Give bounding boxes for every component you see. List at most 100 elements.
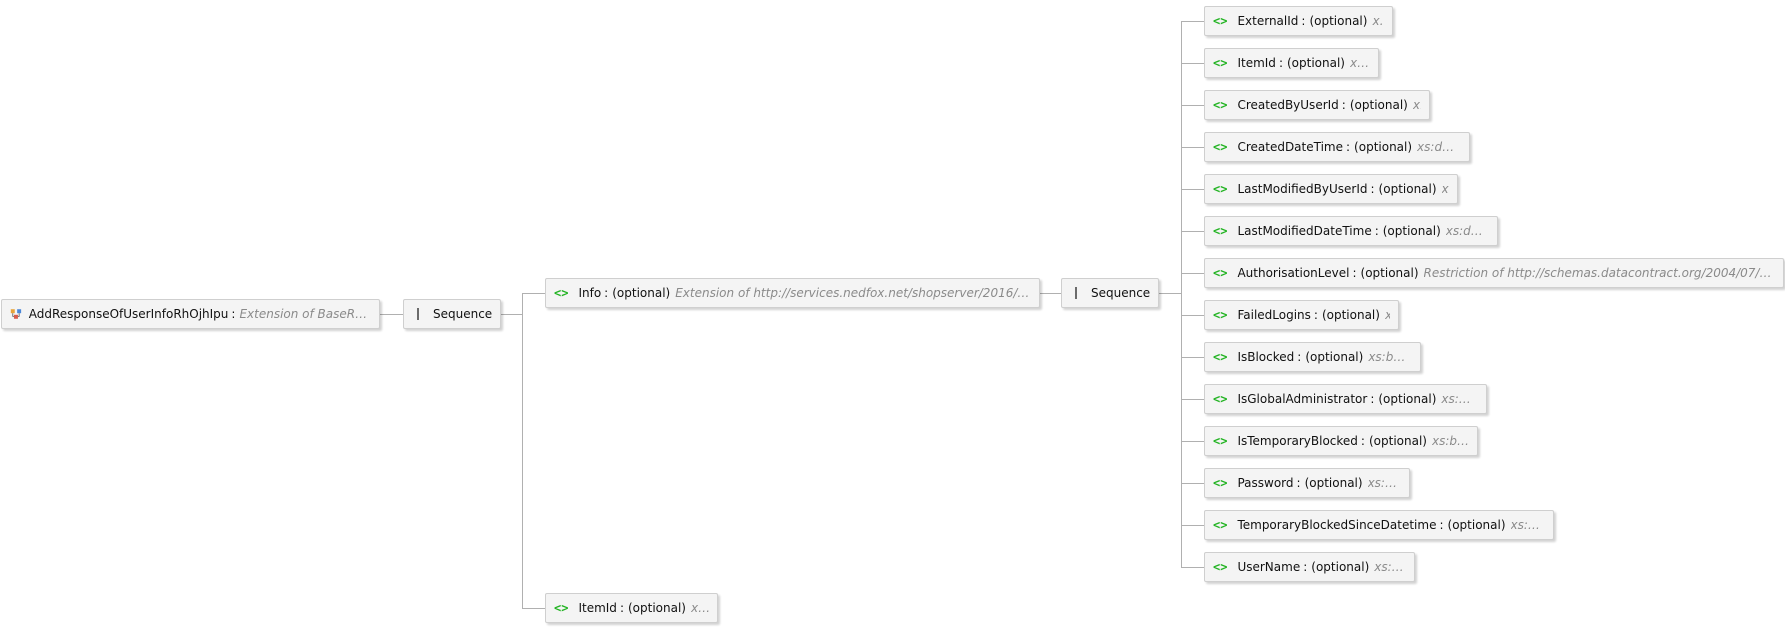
field-separator: : <box>1303 560 1308 574</box>
itemid-outer-element-node[interactable]: <> ItemId : (optional) xs:int <box>545 593 718 623</box>
sequence-icon <box>417 308 419 320</box>
element-icon: <> <box>1213 560 1228 574</box>
field-separator: : <box>1301 14 1306 28</box>
sequence-inner-node[interactable]: Sequence <box>1061 278 1159 308</box>
field-node-lastmodifiedbyuserid[interactable]: <> LastModifiedByUserId : (optional) xs:… <box>1204 174 1458 204</box>
info-type: Extension of http://services.nedfox.net/… <box>675 286 1031 300</box>
field-name: FailedLogins <box>1237 308 1311 322</box>
field-occurrence: (optional) <box>1378 182 1437 196</box>
field-name: UserName <box>1237 560 1301 574</box>
field-separator: : <box>1370 182 1375 196</box>
field-occurrence: (optional) <box>1354 140 1413 154</box>
field-occurrence: (optional) <box>1368 434 1427 448</box>
field-separator: : <box>1296 476 1301 490</box>
field-type: xs:int <box>1441 182 1449 196</box>
field-occurrence: (optional) <box>1311 560 1370 574</box>
field-separator: : <box>1297 350 1302 364</box>
info-separator: : <box>604 286 609 300</box>
field-node-istemporaryblocked[interactable]: <> IsTemporaryBlocked : (optional) xs:bo… <box>1204 426 1478 456</box>
itemid-outer-type: xs:int <box>690 601 709 615</box>
element-icon: <> <box>1213 224 1228 238</box>
field-name: IsBlocked <box>1237 350 1295 364</box>
field-name: ExternalId <box>1237 14 1299 28</box>
field-name: LastModifiedDateTime <box>1237 224 1372 238</box>
field-node-isglobaladministrator[interactable]: <> IsGlobalAdministrator : (optional) xs… <box>1204 384 1487 414</box>
field-node-externalid[interactable]: <> ExternalId : (optional) xs:int <box>1204 6 1393 36</box>
field-node-username[interactable]: <> UserName : (optional) xs:string <box>1204 552 1415 582</box>
field-occurrence: (optional) <box>1349 98 1408 112</box>
field-type: xs:int <box>1385 308 1390 322</box>
field-separator: : <box>1313 308 1318 322</box>
field-type: xs:int <box>1372 14 1384 28</box>
field-separator: : <box>1374 224 1379 238</box>
field-node-password[interactable]: <> Password : (optional) xs:string <box>1204 468 1410 498</box>
field-node-createddatetime[interactable]: <> CreatedDateTime : (optional) xs:dateT… <box>1204 132 1470 162</box>
field-node-temporaryblockedsincedatetime[interactable]: <> TemporaryBlockedSinceDatetime : (opti… <box>1204 510 1554 540</box>
element-icon: <> <box>1213 518 1228 532</box>
field-name: IsGlobalAdministrator <box>1237 392 1368 406</box>
info-occurrence: (optional) <box>612 286 671 300</box>
root-separator: : <box>231 307 236 321</box>
field-type: xs:boolean <box>1368 350 1412 364</box>
element-icon: <> <box>1213 98 1228 112</box>
field-separator: : <box>1352 266 1357 280</box>
field-type: xs:dateTime <box>1445 224 1489 238</box>
field-type: Restriction of http://schemas.datacontra… <box>1423 266 1775 280</box>
complex-type-icon <box>10 309 22 319</box>
element-icon: <> <box>1213 266 1228 280</box>
element-icon: <> <box>1213 308 1228 322</box>
field-node-lastmodifieddatetime[interactable]: <> LastModifiedDateTime : (optional) xs:… <box>1204 216 1498 246</box>
info-element-node[interactable]: <> Info : (optional) Extension of http:/… <box>545 278 1040 308</box>
field-occurrence: (optional) <box>1286 56 1345 70</box>
field-occurrence: (optional) <box>1360 266 1419 280</box>
field-occurrence: (optional) <box>1304 476 1363 490</box>
element-icon: <> <box>1213 392 1228 406</box>
field-name: IsTemporaryBlocked <box>1237 434 1358 448</box>
element-icon: <> <box>1213 140 1228 154</box>
field-name: CreatedByUserId <box>1237 98 1339 112</box>
element-icon: <> <box>1213 476 1228 490</box>
field-type: xs:dateTime <box>1417 140 1461 154</box>
root-element-node[interactable]: AddResponseOfUserInfoRhOjhIpu : Extensio… <box>1 299 380 329</box>
field-type: xs:int <box>1412 98 1421 112</box>
sequence-icon <box>1075 287 1077 299</box>
element-icon: <> <box>1213 434 1228 448</box>
element-icon: <> <box>1213 182 1228 196</box>
itemid-outer-separator: : <box>619 601 624 615</box>
sequence-outer-label: Sequence <box>433 307 493 321</box>
field-occurrence: (optional) <box>1305 350 1364 364</box>
field-occurrence: (optional) <box>1378 392 1437 406</box>
sequence-inner-label: Sequence <box>1091 286 1151 300</box>
field-occurrence: (optional) <box>1309 14 1368 28</box>
element-icon: <> <box>1213 14 1228 28</box>
field-name: LastModifiedByUserId <box>1237 182 1368 196</box>
field-separator: : <box>1278 56 1283 70</box>
field-name: CreatedDateTime <box>1237 140 1343 154</box>
itemid-outer-occurrence: (optional) <box>627 601 686 615</box>
field-separator: : <box>1370 392 1375 406</box>
field-separator: : <box>1341 98 1346 112</box>
field-type: xs:dateTime <box>1510 518 1545 532</box>
element-icon: <> <box>1213 350 1228 364</box>
element-icon: <> <box>554 286 569 300</box>
field-node-itemid[interactable]: <> ItemId : (optional) xs:int <box>1204 48 1379 78</box>
field-occurrence: (optional) <box>1447 518 1506 532</box>
sequence-outer-node[interactable]: Sequence <box>403 299 501 329</box>
field-occurrence: (optional) <box>1382 224 1441 238</box>
field-node-failedlogins[interactable]: <> FailedLogins : (optional) xs:int <box>1204 300 1399 330</box>
field-type: xs:int <box>1349 56 1370 70</box>
field-name: AuthorisationLevel <box>1237 266 1350 280</box>
element-icon: <> <box>1213 56 1228 70</box>
field-type: xs:string <box>1367 476 1401 490</box>
field-node-createdbyuserid[interactable]: <> CreatedByUserId : (optional) xs:int <box>1204 90 1430 120</box>
field-separator: : <box>1346 140 1351 154</box>
field-node-authorisationlevel[interactable]: <> AuthorisationLevel : (optional) Restr… <box>1204 258 1784 288</box>
field-type: xs:boolean <box>1431 434 1469 448</box>
root-element-name: AddResponseOfUserInfoRhOjhIpu <box>28 307 229 321</box>
info-element-name: Info <box>578 286 602 300</box>
field-node-isblocked[interactable]: <> IsBlocked : (optional) xs:boolean <box>1204 342 1421 372</box>
field-name: TemporaryBlockedSinceDatetime <box>1237 518 1437 532</box>
element-icon: <> <box>554 601 569 615</box>
field-type: xs:boolean <box>1441 392 1478 406</box>
